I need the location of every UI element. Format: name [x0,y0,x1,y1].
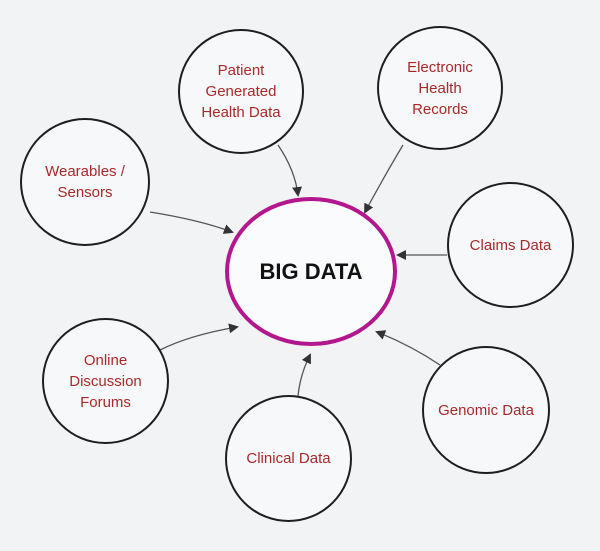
node-clinical-data: Clinical Data [225,395,352,522]
node-label: Online Discussion Forums [69,351,142,411]
center-node-big-data: BIG DATA [225,197,397,346]
edge-clinical [297,353,311,397]
node-label: Clinical Data [246,450,331,467]
node-label: Genomic Data [438,401,534,419]
node-label: Wearables / Sensors [45,163,125,201]
node-label: Patient Generated Health Data [201,62,281,121]
edge-patient [277,144,303,197]
node-label: Electronic Health Records [407,58,473,118]
node-claims-data: Claims Data [447,182,574,308]
edge-forums [159,323,239,351]
edge-ehr [364,144,404,214]
node-online-discussion-forums: Online Discussion Forums [42,318,169,444]
node-label: Claims Data [469,236,552,254]
node-patient-generated-health-data: Patient Generated Health Data [178,29,304,154]
node-wearables-sensors: Wearables / Sensors [20,118,150,246]
node-genomic-data: Genomic Data [422,346,550,474]
node-electronic-health-records: Electronic Health Records [377,26,503,150]
edge-genomic [375,330,441,366]
edge-wearables [149,211,234,234]
center-label: BIG DATA [259,258,363,284]
